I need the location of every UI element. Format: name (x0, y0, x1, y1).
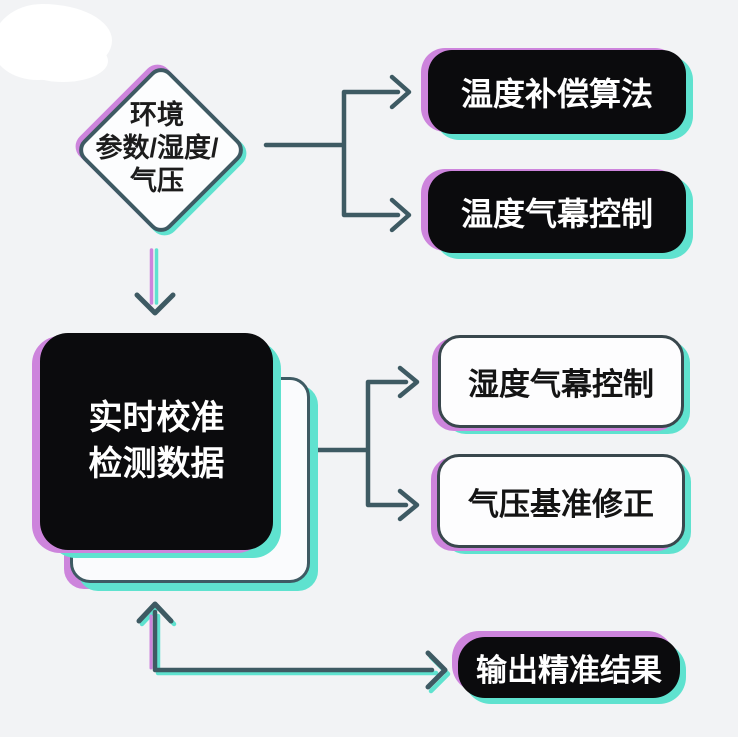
node-pressure-correction-label: 气压基准修正 (468, 486, 654, 522)
arrowhead-right-icon (389, 197, 412, 233)
arrowhead-right-icon (425, 650, 448, 690)
realtime-line-1: 实时校准 (88, 398, 225, 437)
realtime-line-2: 检测数据 (88, 444, 225, 483)
arrow-env-to-realtime (134, 248, 176, 316)
node-temp-curtain-label: 温度气幕控制 (460, 196, 653, 232)
node-env-params-label: 环境 参数/湿度/ 气压 (57, 99, 257, 198)
node-output-result-label: 输出精准结果 (476, 653, 662, 688)
node-temp-compensation-label: 温度补偿算法 (460, 76, 653, 112)
diamond-line-3: 气压 (130, 165, 184, 196)
node-pressure-correction: 气压基准修正 (437, 454, 685, 548)
arrow-env-to-temp-branch (263, 74, 412, 233)
arrowhead-up-icon (136, 601, 174, 624)
diamond-line-1: 环境 (130, 100, 184, 130)
node-output-result: 输出精准结果 (458, 637, 680, 698)
node-humidity-curtain-label: 湿度气幕控制 (468, 367, 654, 402)
diamond-line-2: 参数/湿度/ (95, 132, 219, 163)
arrowhead-right-icon (397, 488, 420, 522)
white-blob-small (18, 40, 108, 82)
arrow-realtime-branch (313, 365, 420, 522)
node-realtime-calibration: 实时校准 检测数据 (40, 333, 273, 550)
node-temp-curtain: 温度气幕控制 (428, 171, 686, 253)
node-humidity-curtain: 湿度气幕控制 (438, 335, 684, 428)
arrowhead-right-icon (389, 74, 412, 110)
arrowhead-down-icon (134, 292, 176, 316)
arrow-output-loop (136, 601, 451, 694)
arrowhead-right-icon (397, 365, 420, 399)
node-temp-compensation: 温度补偿算法 (428, 50, 686, 134)
